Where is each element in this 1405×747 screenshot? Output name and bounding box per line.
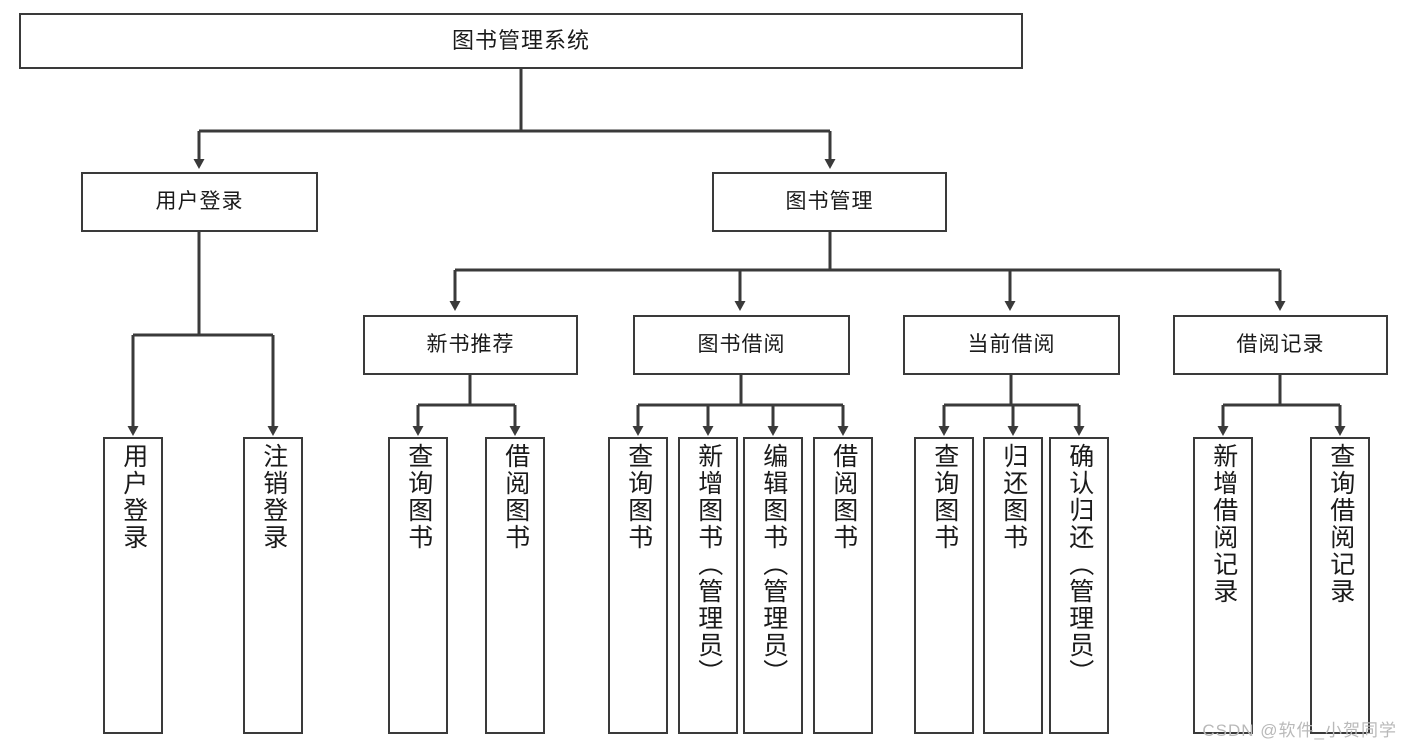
- leaf-borrow-book-1[interactable]: 借阅图书: [485, 437, 545, 734]
- node-label: 新增图书（管理员）: [694, 443, 723, 686]
- node-current-borrow[interactable]: 当前借阅: [903, 315, 1120, 375]
- leaf-query-book-1[interactable]: 查询图书: [388, 437, 448, 734]
- node-book-borrow[interactable]: 图书借阅: [633, 315, 850, 375]
- node-label: 查询图书: [404, 443, 433, 551]
- leaf-confirm-return-admin[interactable]: 确认归还（管理员）: [1049, 437, 1109, 734]
- node-label: 编辑图书（管理员）: [759, 443, 788, 686]
- leaf-add-borrow-record[interactable]: 新增借阅记录: [1193, 437, 1253, 734]
- node-label: 当前借阅: [967, 332, 1056, 356]
- leaf-return-book[interactable]: 归还图书: [983, 437, 1043, 734]
- node-label: 查询借阅记录: [1326, 443, 1355, 605]
- node-label: 新增借阅记录: [1209, 443, 1238, 605]
- node-new-book-recommend[interactable]: 新书推荐: [363, 315, 578, 375]
- leaf-borrow-book-2[interactable]: 借阅图书: [813, 437, 873, 734]
- node-label: 查询图书: [930, 443, 959, 551]
- leaf-add-book-admin[interactable]: 新增图书（管理员）: [678, 437, 738, 734]
- node-label: 新书推荐: [426, 332, 515, 356]
- node-label: 借阅记录: [1236, 332, 1325, 356]
- node-label: 用户登录: [119, 443, 148, 551]
- node-root-book-management-system[interactable]: 图书管理系统: [19, 13, 1023, 69]
- node-label: 确认归还（管理员）: [1065, 443, 1094, 686]
- node-label: 借阅图书: [829, 443, 858, 551]
- node-label: 查询图书: [624, 443, 653, 551]
- leaf-query-book-3[interactable]: 查询图书: [914, 437, 974, 734]
- node-label: 注销登录: [259, 443, 288, 551]
- leaf-query-book-2[interactable]: 查询图书: [608, 437, 668, 734]
- node-borrow-record[interactable]: 借阅记录: [1173, 315, 1388, 375]
- node-label: 图书管理系统: [451, 28, 590, 54]
- node-label: 图书管理: [785, 189, 874, 213]
- node-book-management[interactable]: 图书管理: [712, 172, 947, 232]
- node-label: 图书借阅: [697, 332, 786, 356]
- node-label: 借阅图书: [501, 443, 530, 551]
- leaf-user-login[interactable]: 用户登录: [103, 437, 163, 734]
- node-label: 归还图书: [999, 443, 1028, 551]
- node-user-login[interactable]: 用户登录: [81, 172, 318, 232]
- leaf-logout[interactable]: 注销登录: [243, 437, 303, 734]
- leaf-edit-book-admin[interactable]: 编辑图书（管理员）: [743, 437, 803, 734]
- node-label: 用户登录: [155, 189, 244, 213]
- leaf-query-borrow-record[interactable]: 查询借阅记录: [1310, 437, 1370, 734]
